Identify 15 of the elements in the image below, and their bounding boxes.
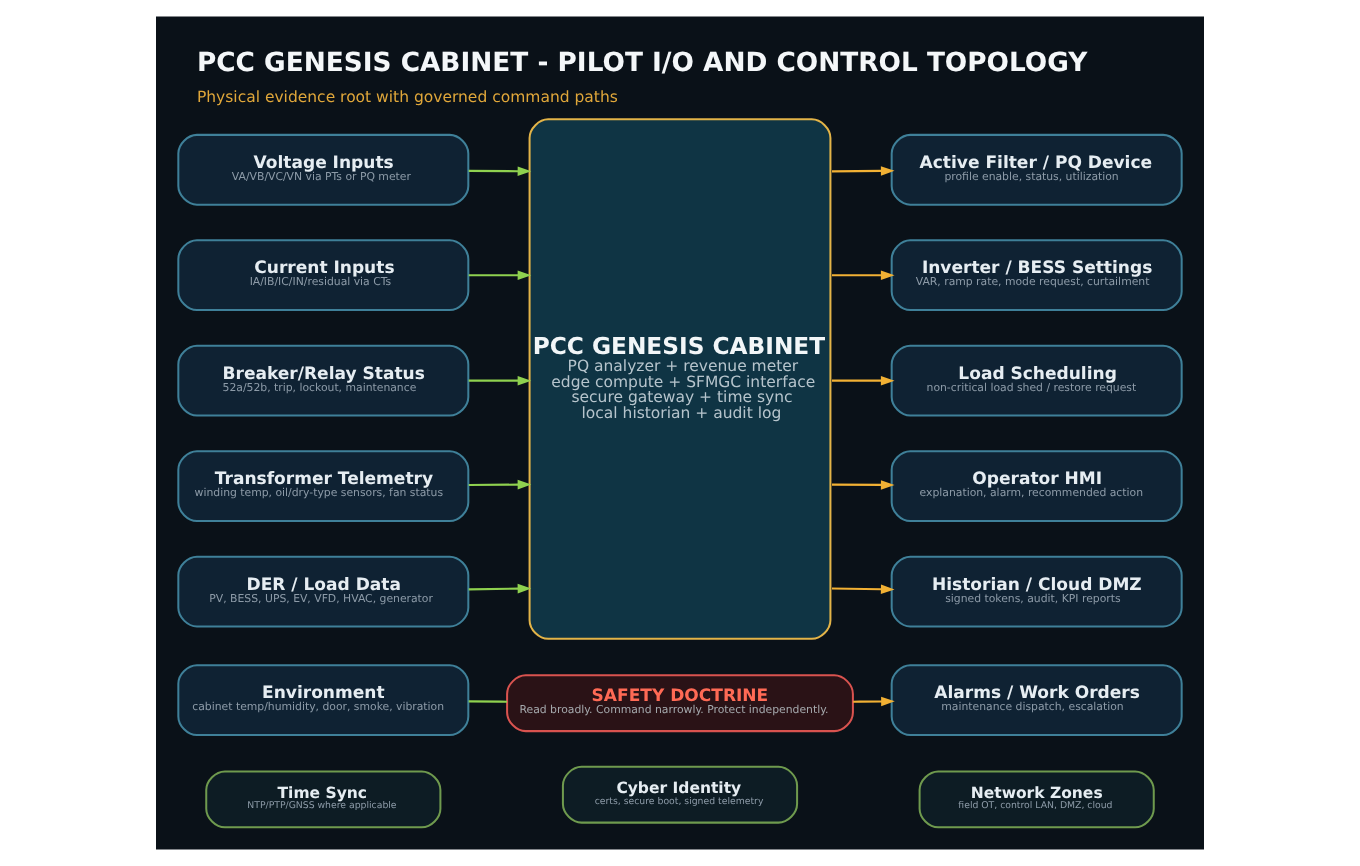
arrow xyxy=(831,480,895,490)
connector xyxy=(468,700,507,703)
arrow xyxy=(853,696,895,707)
arrow xyxy=(468,166,532,176)
caption: Physical evidence root with governed command paths xyxy=(196,88,618,107)
diagram-title: PCC GENESIS CABINET - PILOT I/O AND CONTROL TOPOLOGY xyxy=(196,48,1088,79)
arrow xyxy=(831,166,895,176)
arrow xyxy=(468,375,532,386)
arrow xyxy=(468,583,532,594)
arrow xyxy=(468,270,532,280)
arrow xyxy=(831,375,895,386)
node-box: PCC GENESIS CABINET PQ analyzer + revenue meter edge compute + SFMGC interface secure gateway + time sync local historian + audit log xyxy=(528,118,832,640)
arrow xyxy=(831,270,895,280)
arrow xyxy=(468,479,532,490)
arrow xyxy=(831,584,895,594)
